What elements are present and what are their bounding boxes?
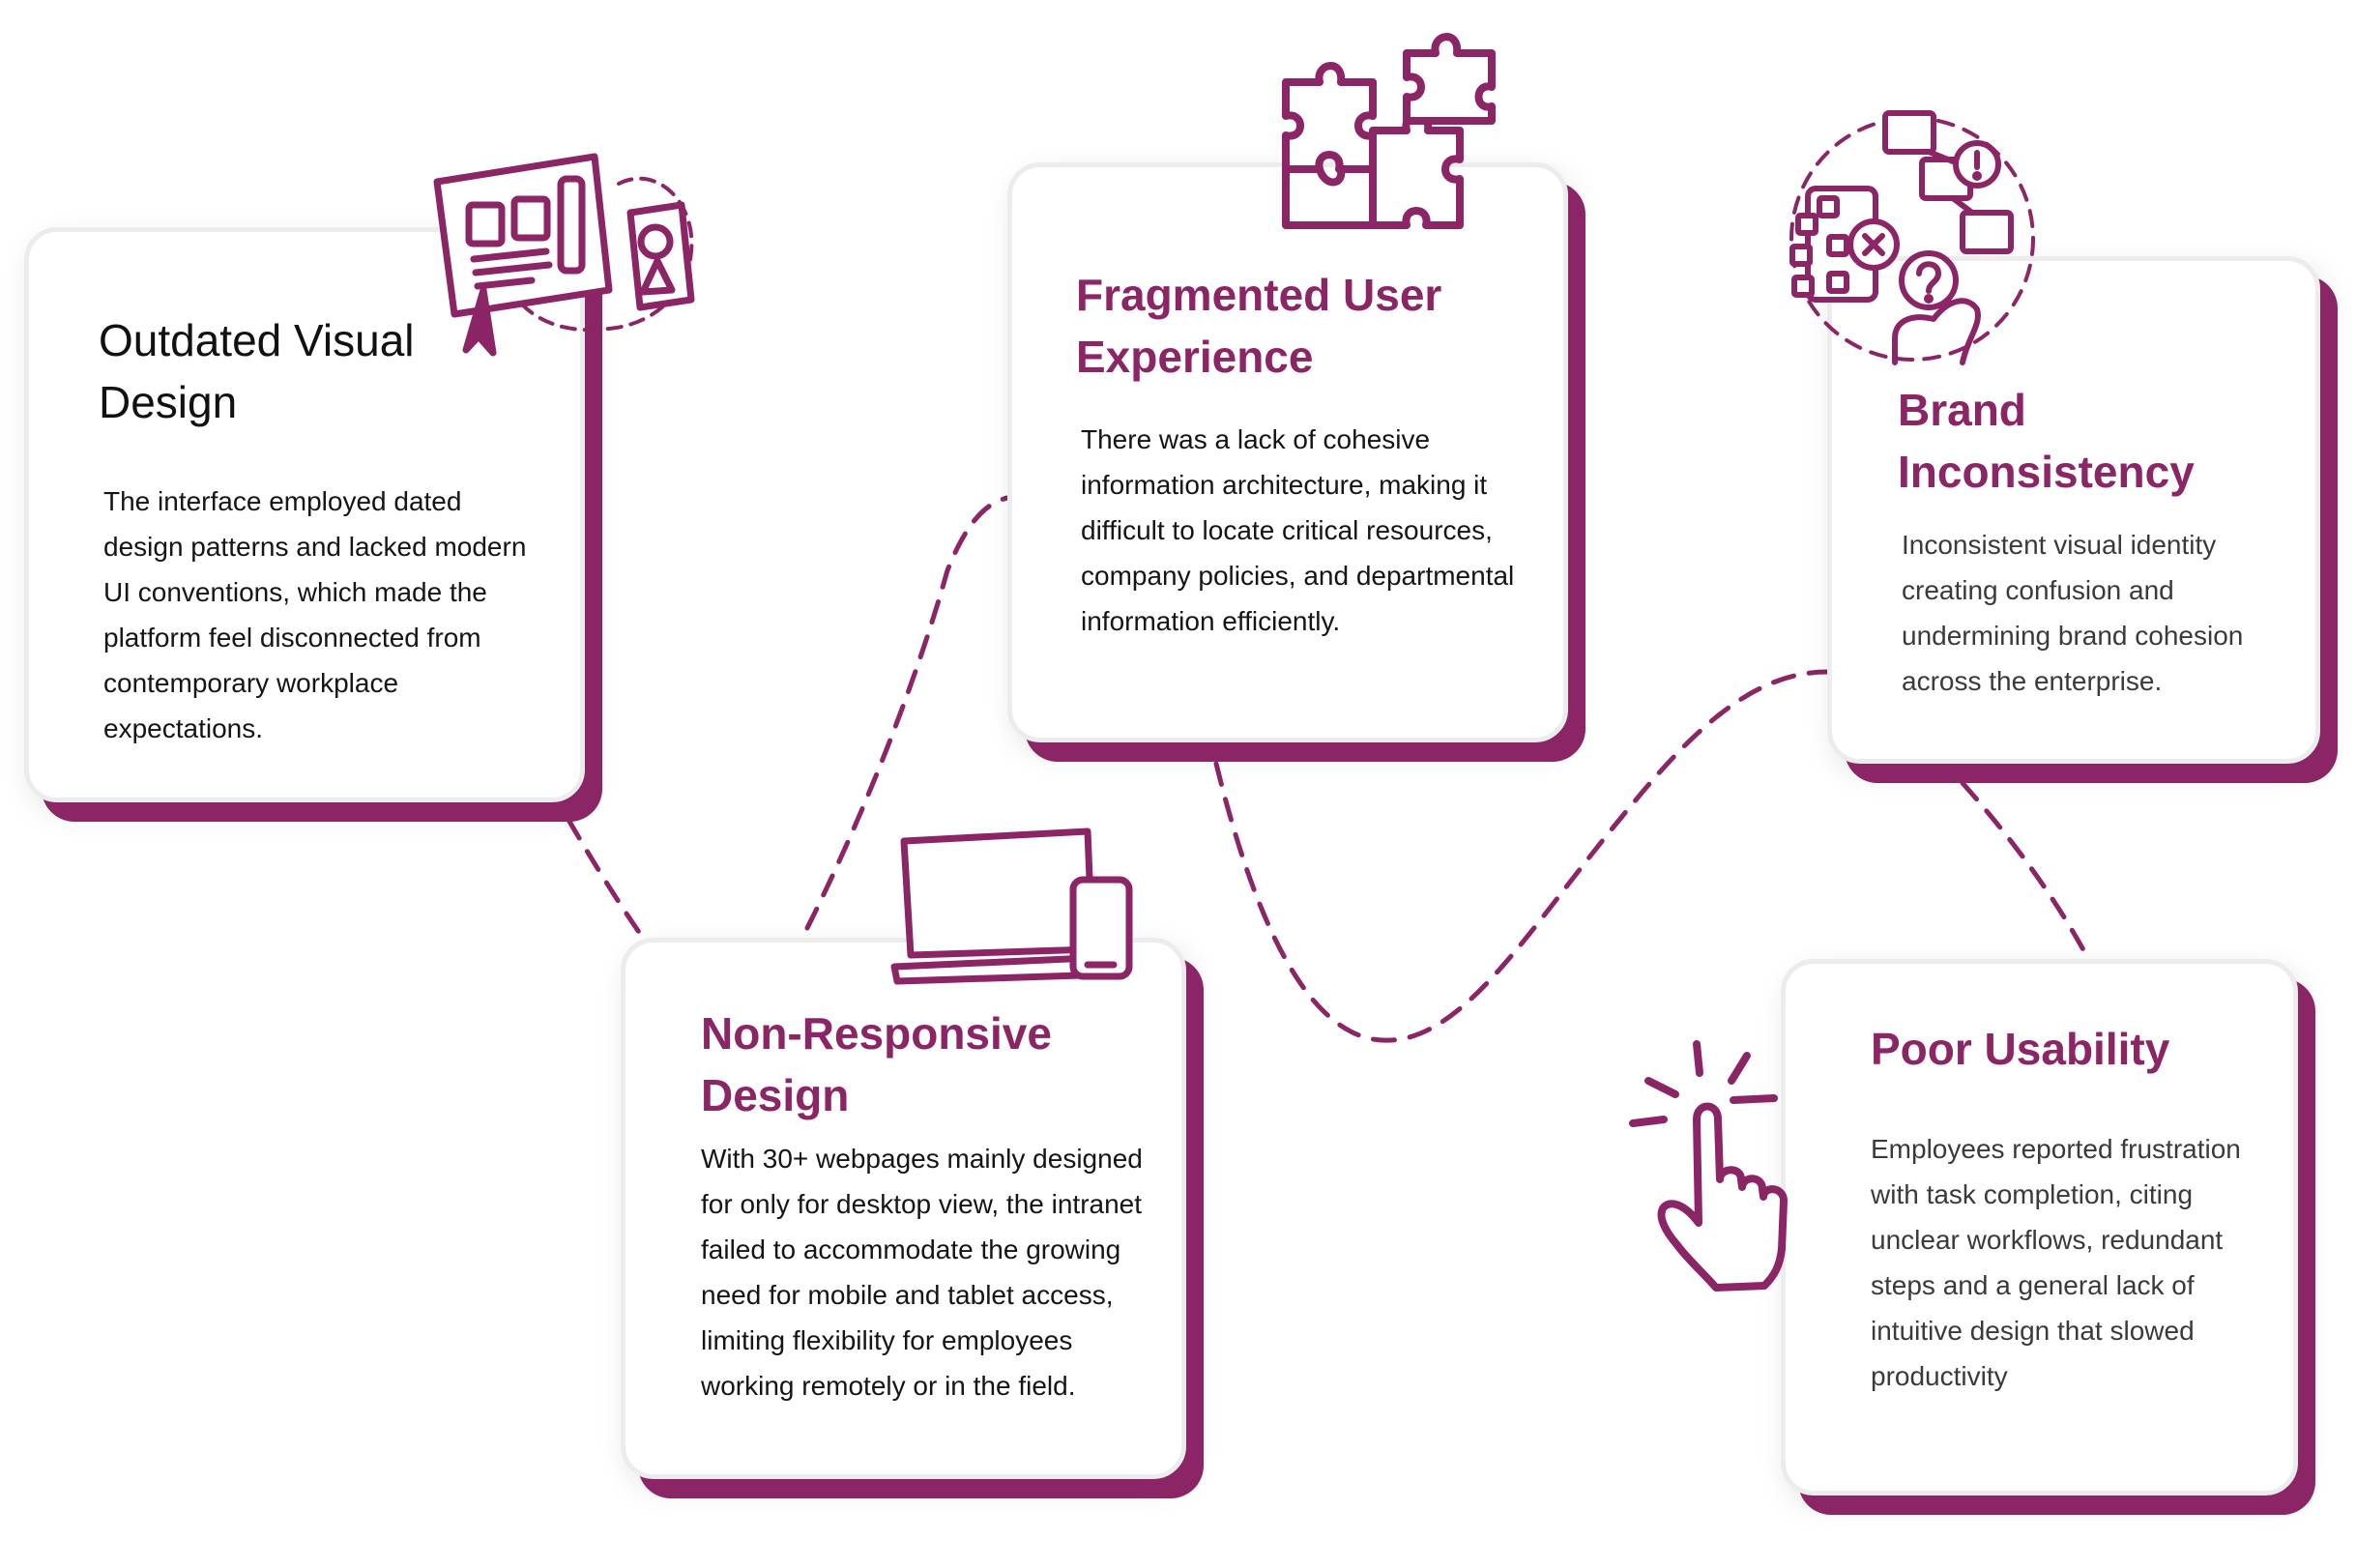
tapping-hand-icon — [1629, 1040, 1788, 1292]
card-title: Outdated Visual Design — [99, 315, 415, 427]
connector-4-to-2 — [804, 495, 1010, 931]
card-title: Brand Inconsistency — [1898, 385, 2195, 497]
confused-person-icon — [1789, 110, 2035, 365]
card-body: The interface employed dated design patt… — [103, 486, 527, 743]
card-non-responsive-design: Non-Responsive Design With 30+ webpages … — [621, 938, 1186, 1479]
card-fragmented-user-experience: Fragmented User Experience There was a l… — [1007, 162, 1568, 742]
card-body: Inconsistent visual identity creating co… — [1902, 530, 2244, 696]
card-title: Non-Responsive Design — [701, 1008, 1052, 1120]
card-body: There was a lack of cohesive information… — [1081, 424, 1515, 636]
card-title: Poor Usability — [1871, 1024, 2170, 1074]
puzzle-pieces-icon — [1282, 33, 1496, 229]
card-body: Employees reported frustration with task… — [1871, 1134, 2241, 1391]
laptop-phone-icon — [890, 828, 1133, 985]
card-title: Fragmented User Experience — [1076, 270, 1442, 382]
connector-3-to-5b — [1960, 780, 2089, 958]
card-brand-inconsistency: Brand Inconsistency Inconsistent visual … — [1827, 256, 2320, 764]
card-poor-usability: Poor Usability Employees reported frustr… — [1781, 959, 2298, 1495]
connector-1-to-4 — [566, 817, 646, 941]
card-body: With 30+ webpages mainly designed for on… — [701, 1144, 1143, 1401]
connector-2-to-5 — [1213, 669, 1830, 1043]
webpage-layout-cursor-icon — [433, 153, 695, 357]
